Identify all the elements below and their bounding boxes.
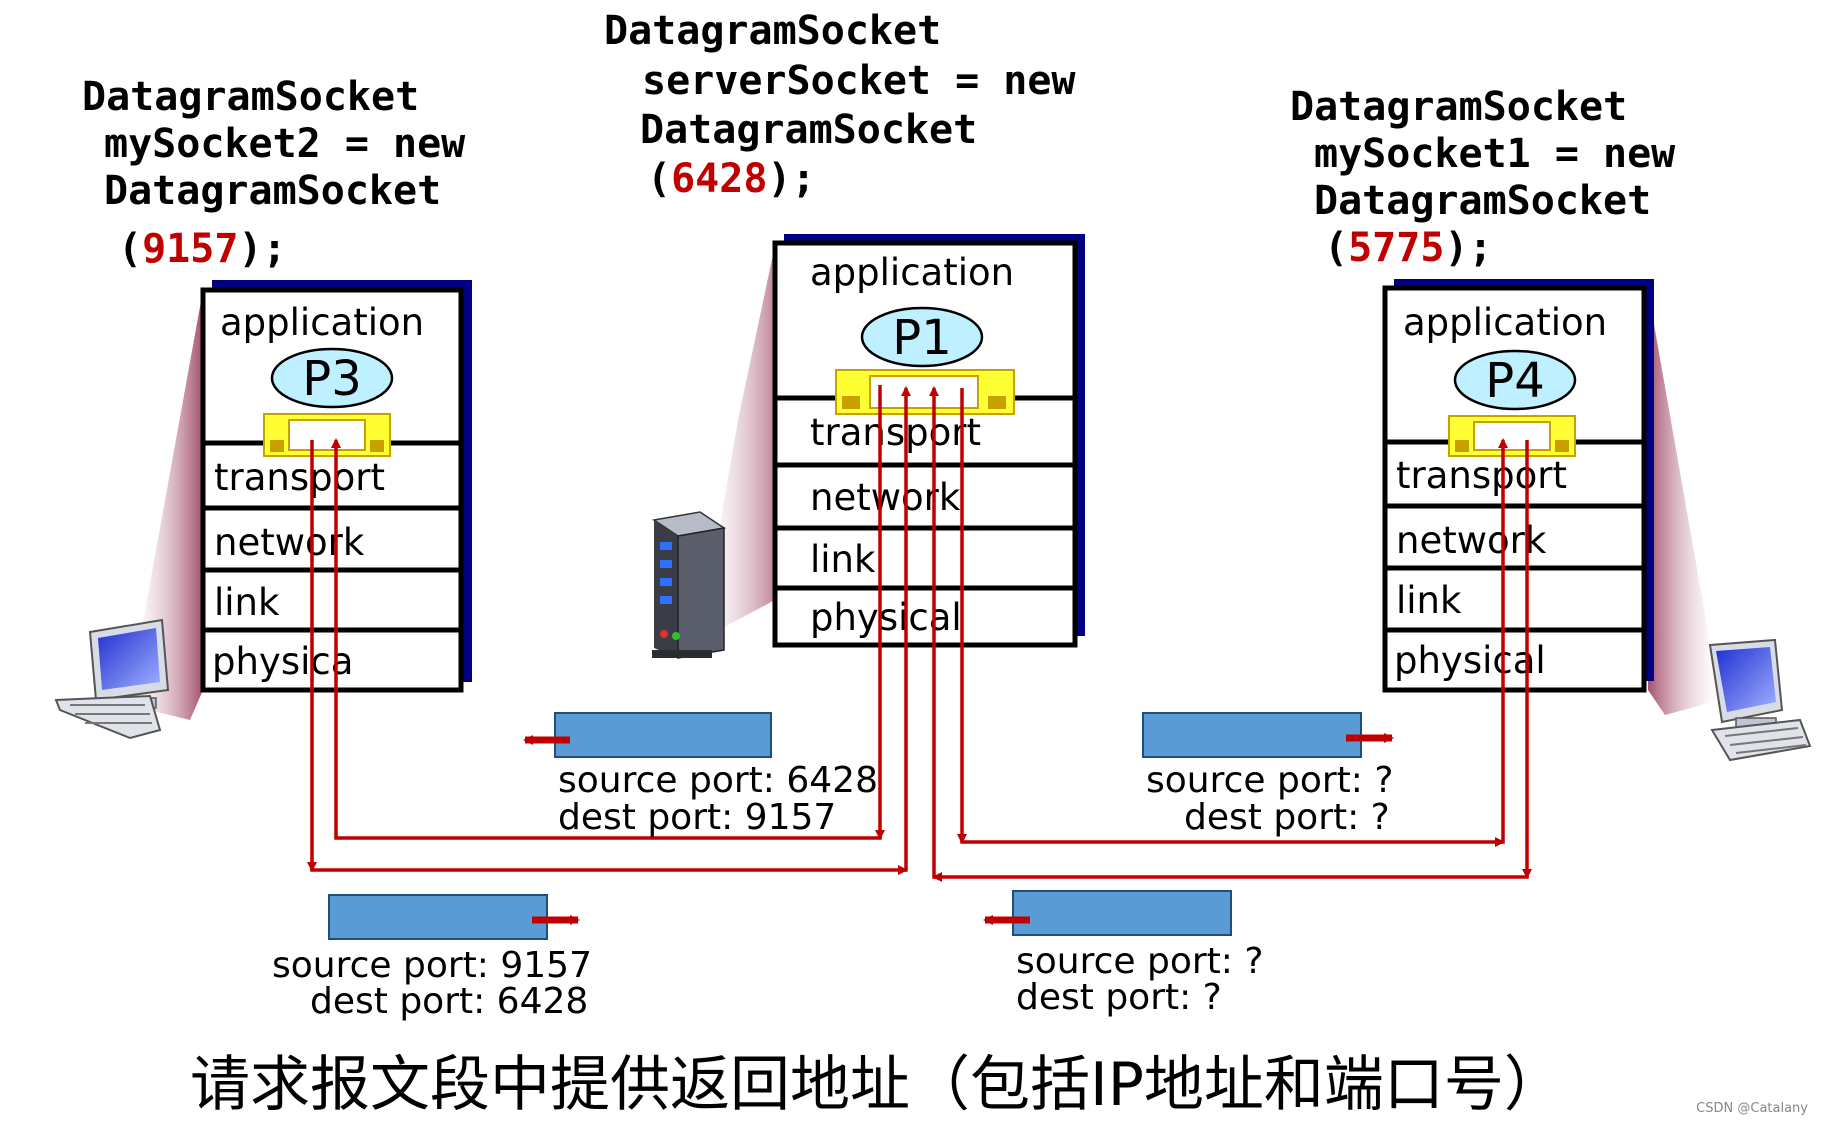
right-code-close: );	[1444, 225, 1492, 271]
server-socket	[835, 369, 1015, 415]
segment-server-to-left: source port: 6428 dest port: 9157	[523, 712, 878, 838]
left-host-stack: application transport network link physi…	[200, 280, 472, 693]
segment-source-port: source port: ?	[1016, 941, 1263, 982]
right-code-line1: DatagramSocket	[1290, 84, 1627, 130]
right-host-stack: application transport network link physi…	[1382, 279, 1654, 693]
segment-dest-port: dest port: ?	[1184, 797, 1390, 838]
server-code-line3: DatagramSocket	[640, 107, 977, 153]
left-code-line3: DatagramSocket	[104, 168, 441, 214]
server-code-close: );	[767, 156, 815, 202]
right-port-number: 5775	[1348, 225, 1444, 271]
left-code-open: (	[118, 226, 142, 272]
right-code-line2: mySocket1 = new	[1314, 131, 1676, 177]
left-process-p3	[270, 347, 394, 409]
right-code-open: (	[1324, 225, 1348, 271]
right-layer-transport: transport	[1396, 454, 1567, 497]
svg-text:(6428);: (6428);	[647, 156, 816, 202]
server-layer-transport: transport	[810, 411, 981, 454]
server-code-line1: DatagramSocket	[604, 8, 941, 54]
right-host-cone	[1648, 290, 1720, 715]
right-host-code: DatagramSocket mySocket1 = new DatagramS…	[1290, 84, 1676, 271]
server-port-number: 6428	[671, 156, 767, 202]
watermark: CSDN @Catalany	[1696, 1101, 1808, 1116]
left-code-line2: mySocket2 = new	[104, 121, 466, 167]
left-layer-application: application	[220, 301, 424, 344]
segment-dest-port: dest port: 9157	[558, 797, 836, 838]
left-layer-transport: transport	[214, 456, 385, 499]
right-layer-physical: physical	[1394, 639, 1546, 682]
right-socket	[1448, 415, 1576, 457]
packet-rect	[554, 712, 772, 758]
path-left-to-server	[310, 386, 911, 872]
left-socket	[263, 413, 391, 457]
left-layer-network: network	[214, 521, 365, 564]
packet-rect	[1012, 890, 1232, 936]
right-layer-application: application	[1403, 301, 1607, 344]
left-process-label: P3	[302, 351, 361, 407]
right-layer-network: network	[1396, 519, 1547, 562]
right-desktop-computer-icon	[1708, 638, 1812, 762]
server-process-p1	[860, 306, 984, 368]
segment-right-to-server: source port: ? dest port: ?	[983, 890, 1263, 1018]
left-host-cone	[128, 290, 203, 720]
server-tower-icon	[652, 511, 726, 659]
right-process-p4	[1453, 349, 1577, 411]
segment-source-port: source port: 6428	[558, 760, 878, 801]
caption: 请求报文段中提供返回地址（包括IP地址和端口号）	[190, 1050, 1564, 1120]
right-process-label: P4	[1485, 353, 1544, 409]
left-code-close: );	[238, 226, 286, 272]
segment-source-port: source port: 9157	[272, 945, 592, 986]
left-host-code: DatagramSocket mySocket2 = new DatagramS…	[82, 74, 466, 272]
server-layer-network: network	[810, 476, 961, 519]
path-server-to-right	[960, 388, 1508, 844]
segment-dest-port: dest port: 6428	[310, 981, 588, 1022]
svg-text:(5775);: (5775);	[1324, 225, 1493, 271]
svg-text:(9157);: (9157);	[118, 226, 287, 272]
segment-source-port: source port: ?	[1146, 760, 1393, 801]
left-port-number: 9157	[142, 226, 238, 272]
segment-dest-port: dest port: ?	[1016, 977, 1222, 1018]
server-code-open: (	[647, 156, 671, 202]
server-layer-physical: physical	[810, 596, 962, 639]
left-code-line1: DatagramSocket	[82, 74, 419, 120]
left-layer-physical: physica	[212, 640, 353, 683]
server-layer-application: application	[810, 251, 1014, 294]
segment-left-to-server: source port: 9157 dest port: 6428	[272, 894, 592, 1022]
right-code-line3: DatagramSocket	[1314, 178, 1651, 224]
server-layer-link: link	[810, 538, 876, 581]
left-layer-link: link	[214, 581, 280, 624]
right-layer-link: link	[1396, 579, 1462, 622]
server-code: DatagramSocket serverSocket = new Datagr…	[604, 8, 1076, 202]
server-stack: application transport network link physi…	[772, 234, 1085, 648]
path-right-to-server	[929, 386, 1529, 879]
left-desktop-computer-icon	[54, 618, 170, 740]
packet-rect	[1142, 712, 1362, 758]
server-process-label: P1	[892, 310, 951, 366]
packet-rect	[328, 894, 548, 940]
server-code-line2: serverSocket = new	[642, 58, 1076, 104]
segment-server-to-right: source port: ? dest port: ?	[1142, 712, 1394, 838]
path-server-to-left	[331, 385, 882, 840]
path-end-markers	[307, 830, 1532, 882]
